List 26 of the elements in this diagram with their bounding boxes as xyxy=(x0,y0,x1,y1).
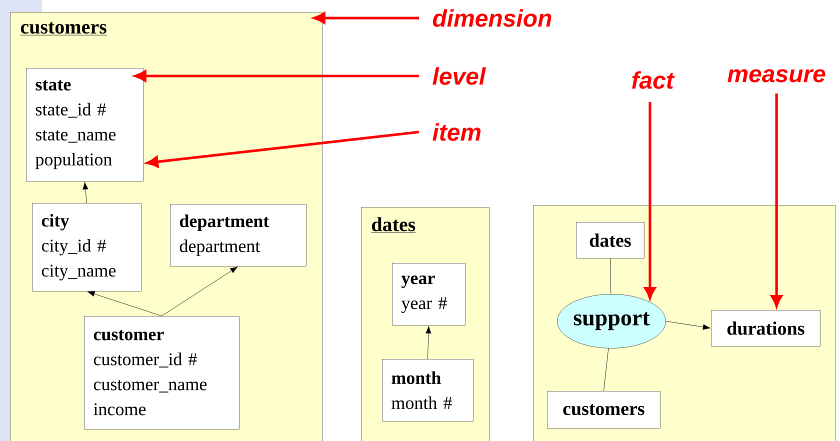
leader-arrow xyxy=(770,94,782,307)
entity-box: customers xyxy=(547,391,660,428)
annotation-label: item xyxy=(432,123,481,141)
arrow xyxy=(162,266,238,316)
leader-arrow xyxy=(134,70,419,82)
entity-box: month month # xyxy=(382,359,474,422)
annotation-label: dimension xyxy=(432,9,552,27)
leader-arrow xyxy=(313,12,419,24)
leader-arrow xyxy=(146,130,420,168)
annotation-label: fact xyxy=(632,71,675,89)
entity-box: department department xyxy=(170,204,306,266)
entity-box: dates xyxy=(576,222,644,258)
leader-arrow xyxy=(644,102,656,299)
arrow xyxy=(666,321,710,330)
arrow xyxy=(426,326,432,360)
connector-line xyxy=(604,348,609,392)
entity-box: state state_id # state_name population xyxy=(26,68,144,182)
entity-box: city city_id # city_name xyxy=(32,203,142,292)
annotation-label: measure xyxy=(728,69,826,82)
arrow xyxy=(82,182,88,204)
entity-box: durations xyxy=(711,310,820,346)
annotation-label: level xyxy=(432,67,486,85)
entity-box: year year # xyxy=(392,263,466,326)
entity-box: customer customer_id # customer_name income xyxy=(84,316,240,430)
connector-line xyxy=(610,258,612,294)
arrow xyxy=(87,291,162,316)
